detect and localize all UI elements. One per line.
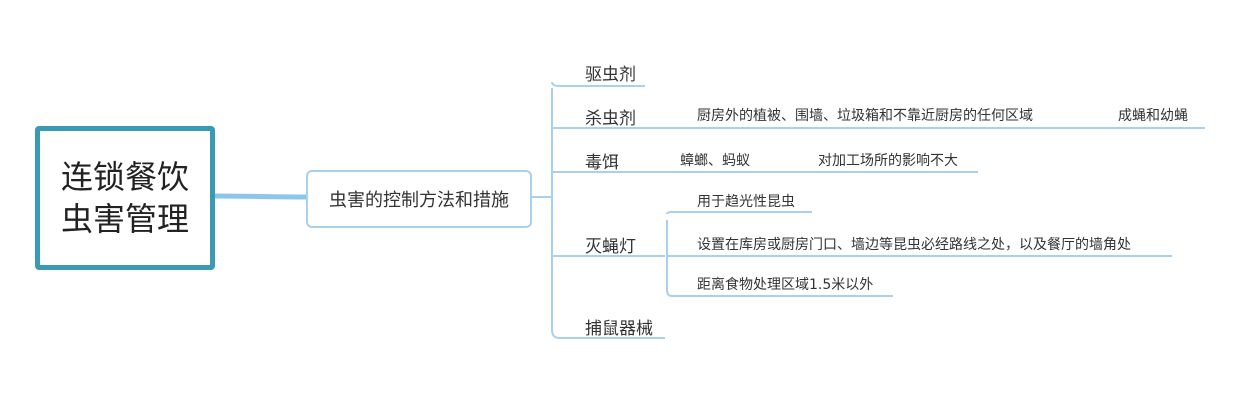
bait-detail[interactable]: 蟑螂、蚂蚁 — [680, 153, 750, 169]
main-topic[interactable]: 虫害的控制方法和措施 — [306, 170, 532, 228]
insecticide-detail[interactable]: 厨房外的植被、围墙、垃圾箱和不靠近厨房的任何区域 — [697, 108, 1033, 124]
fly-lamp-item[interactable]: 设置在库房或厨房门口、墙边等昆虫必经路线之处，以及餐厅的墙角处 — [697, 237, 1131, 253]
root-title-line1: 连锁餐饮 — [60, 158, 189, 196]
fly-lamp-item[interactable]: 距离食物处理区域1.5米以外 — [697, 277, 874, 293]
root-title-line2: 虫害管理 — [60, 200, 189, 238]
branch-repellent[interactable]: 驱虫剂 — [585, 65, 636, 85]
branch-mousetrap[interactable]: 捕鼠器械 — [585, 319, 653, 339]
branch-insecticide[interactable]: 杀虫剂 — [585, 109, 636, 129]
bait-note[interactable]: 对加工场所的影响不大 — [818, 153, 958, 169]
insecticide-target[interactable]: 成蝇和幼蝇 — [1118, 108, 1188, 124]
branch-fly-lamp[interactable]: 灭蝇灯 — [585, 237, 636, 257]
fly-lamp-item[interactable]: 用于趋光性昆虫 — [697, 194, 795, 210]
root-topic[interactable]: 连锁餐饮 虫害管理 — [35, 126, 215, 270]
branch-bait[interactable]: 毒饵 — [585, 153, 619, 173]
